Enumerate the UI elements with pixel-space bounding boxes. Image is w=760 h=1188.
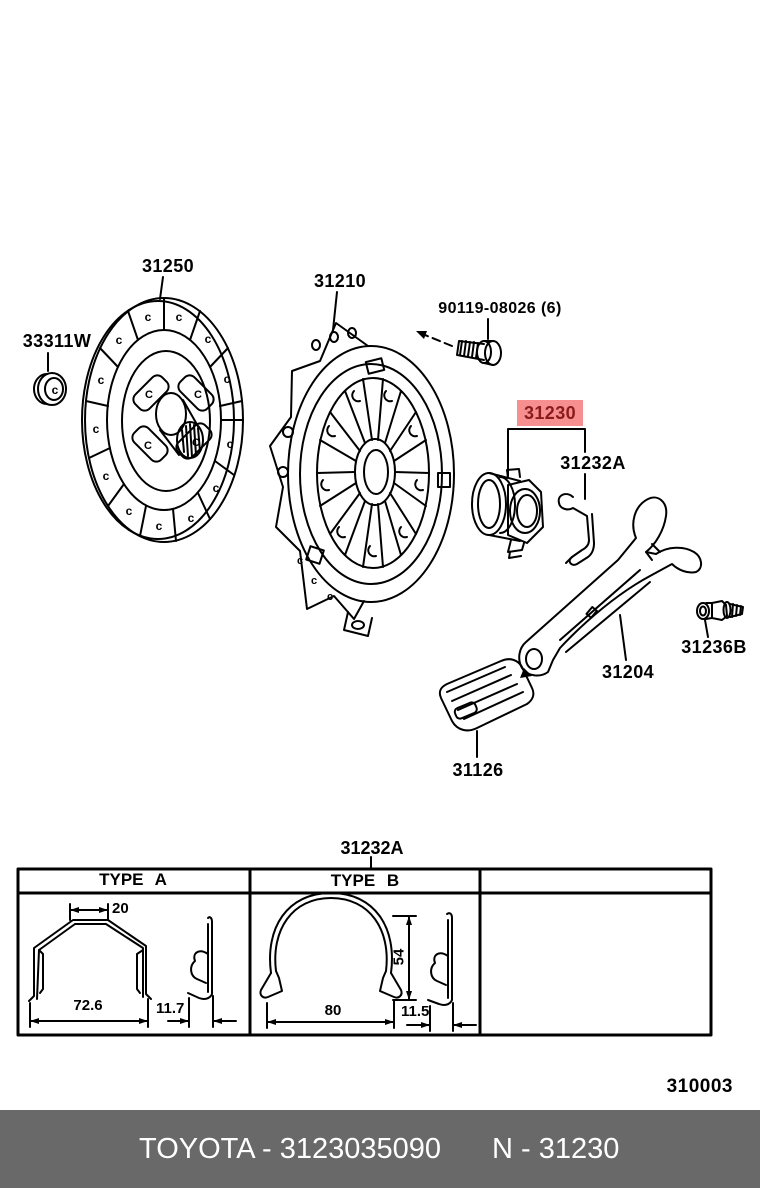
- part-label-fork-support-bolt[interactable]: 31236B: [681, 637, 747, 657]
- page-code: 310003: [666, 1076, 733, 1097]
- type-a-side-width-dim: 11.7: [156, 1000, 185, 1017]
- svg-text:C: C: [144, 440, 152, 452]
- disc-rivet-glyphs: c c c c c c c c c c c c c: [93, 310, 234, 533]
- type-a-overall-width-dim: 72.6: [73, 997, 103, 1014]
- svg-text:c: c: [176, 310, 183, 324]
- diaphragm-fingers: [316, 378, 430, 568]
- svg-text:c: c: [227, 437, 234, 451]
- fork-support-bolt-drawing: [696, 600, 744, 638]
- svg-text:c: c: [327, 591, 333, 603]
- svg-text:c: c: [52, 383, 59, 397]
- svg-text:c: c: [116, 333, 123, 347]
- part-label-clutch-disc[interactable]: 31250: [141, 256, 195, 276]
- part-label-clutch-cover[interactable]: 31210: [313, 271, 367, 291]
- type-a-header: TYPE A: [99, 870, 167, 889]
- part-label-input-shaft-bearing[interactable]: 33311W: [22, 331, 92, 351]
- type-a-clip-drawing: [28, 903, 237, 1028]
- variant-table-title: 31232A: [340, 838, 404, 858]
- bearing-clip-drawing: [557, 493, 595, 566]
- svg-text:c: c: [93, 422, 100, 436]
- part-label-fork-boot[interactable]: 31126: [452, 760, 504, 780]
- svg-text:c: c: [213, 481, 220, 495]
- type-b-clip-drawing: [259, 892, 477, 1032]
- svg-text:C: C: [145, 389, 153, 401]
- svg-text:C: C: [194, 389, 202, 401]
- finger-slots: [320, 390, 424, 558]
- clutch-disc-drawing: c c c c c c c c c c c c c C C C C: [81, 276, 244, 543]
- part-label-release-bearing-highlighted[interactable]: 31230: [517, 400, 583, 426]
- svg-text:c: c: [98, 373, 105, 387]
- svg-text:c: c: [126, 504, 133, 518]
- clutch-cover-drawing: c c c: [269, 291, 455, 637]
- cover-bolt-drawing: [416, 318, 502, 366]
- type-b-side-width-dim: 11.5: [401, 1003, 430, 1020]
- type-b-overall-width-dim: 80: [324, 1002, 342, 1019]
- type-a-top-width-dim: 20: [112, 900, 129, 917]
- svg-text:c: c: [311, 575, 317, 587]
- svg-text:c: c: [145, 310, 152, 324]
- svg-text:c: c: [103, 469, 110, 483]
- footer-catalog-number: TOYOTA - 3123035090: [139, 1133, 442, 1165]
- footer-bar: TOYOTA - 3123035090 N - 31230: [0, 1110, 760, 1188]
- part-label-bearing-clip[interactable]: 31232A: [560, 453, 626, 473]
- part-label-cover-bolt[interactable]: 90119-08026 (6): [438, 300, 562, 317]
- part-label-release-fork[interactable]: 31204: [601, 662, 655, 682]
- svg-text:c: c: [156, 519, 163, 533]
- release-fork-drawing: [518, 496, 702, 678]
- release-bearing-drawing: [471, 428, 586, 559]
- fork-boot-drawing: [438, 658, 535, 758]
- variant-table-grid: [16, 856, 713, 1037]
- footer-part-number: N - 31230: [492, 1133, 620, 1165]
- type-b-height-dim: 54: [390, 948, 408, 966]
- svg-text:c: c: [224, 372, 231, 386]
- svg-text:c: c: [297, 555, 303, 567]
- type-b-header: TYPE B: [330, 871, 400, 890]
- input-shaft-bearing-drawing: c: [33, 352, 67, 406]
- svg-text:c: c: [188, 511, 195, 525]
- svg-text:c: c: [205, 332, 212, 346]
